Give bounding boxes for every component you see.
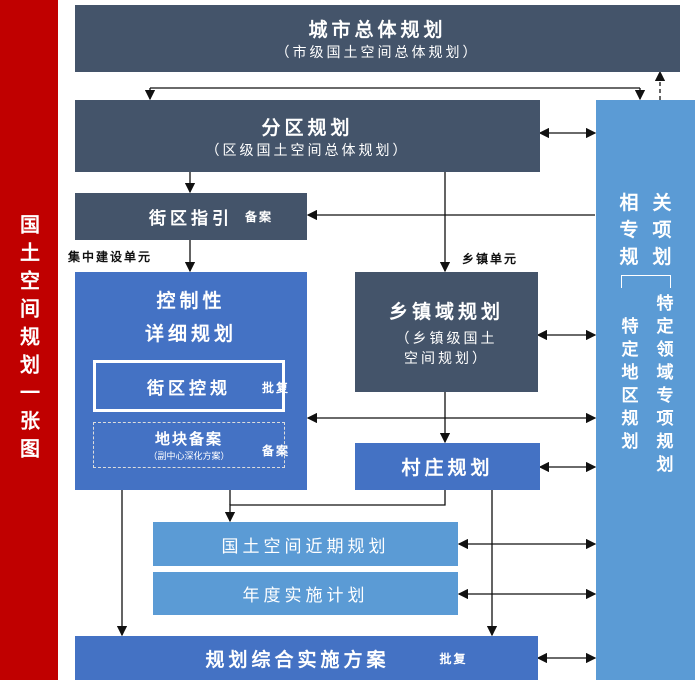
district-plan: 分区规划 （区级国土空间总体规划） [75,100,540,172]
bracket [620,275,671,288]
near-term-plan: 国土空间近期规划 [153,522,458,566]
annual-plan: 年度实施计划 [153,572,458,615]
plot-record-title: 地块备案 [154,430,223,448]
special-title-1: 相关 [619,192,686,214]
block-control-plan: 街区控规 [93,360,285,412]
district-title: 分区规划 [261,116,354,139]
regulatory-detailed-plan: 控制性 详细规划 [75,272,307,490]
township-title: 乡镇域规划 [388,300,504,323]
special-title-3: 规划 [619,246,686,268]
plot-record-note: 备案 [262,444,291,458]
implementation-scheme: 规划综合实施方案 批复 [75,636,538,680]
city-master-plan: 城市总体规划 （市级国土空间总体规划） [75,5,680,72]
township-plan: 乡镇域规划 （乡镇级国土 空间规划） [355,272,538,392]
annual-title: 年度实施计划 [242,586,369,606]
implementation-approve: 批复 [439,651,468,666]
city-subtitle: （市级国土空间总体规划） [275,45,480,61]
special-field-plan: 特定领域专项规划 [652,294,673,478]
township-subtitle-1: （乡镇级国土 [395,330,498,347]
block-control-approve: 批复 [262,381,291,395]
related-special-plans: 相关 专项 规划 特定地区规划 特定领域专项规划 [596,100,695,680]
special-title-2: 专项 [619,219,686,241]
district-subtitle: （区级国土空间总体规划） [205,142,410,159]
block-guide: 街区指引 备案 [75,193,307,240]
village-plan: 村庄规划 [355,443,540,490]
near-term-title: 国土空间近期规划 [221,536,390,557]
block-guide-note: 备案 [244,210,273,224]
special-columns: 特定地区规划 特定领域专项规划 [616,294,676,478]
village-title: 村庄规划 [401,457,494,479]
township-unit-label: 乡镇单元 [462,252,519,266]
block-control-title: 街区控规 [147,378,231,399]
implementation-title: 规划综合实施方案 [205,648,390,671]
plot-record: 地块备案 （副中心深化方案） [93,422,285,468]
regulatory-title-2: 详细规划 [144,323,237,345]
block-guide-title: 街区指引 [148,209,233,229]
plot-record-subtitle: （副中心深化方案） [148,452,230,462]
side-title-bar: 国土空间规划一张图 [0,0,58,680]
side-title: 国土空间规划一张图 [16,214,41,466]
concentrated-unit-label: 集中建设单元 [68,250,153,264]
township-subtitle-2: 空间规划） [404,350,489,367]
regulatory-title-1: 控制性 [156,290,226,312]
special-area-plan: 特定地区规划 [617,317,638,455]
city-title: 城市总体规划 [308,19,447,41]
